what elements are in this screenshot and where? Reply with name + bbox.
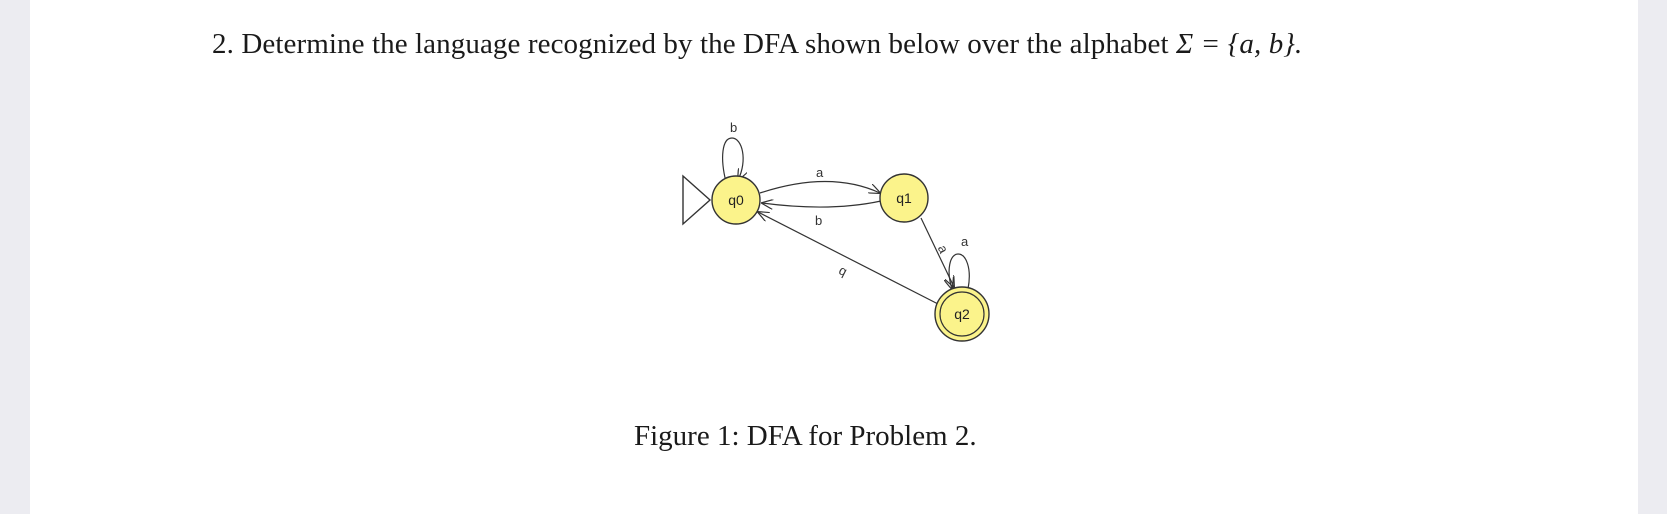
state-q0-label: q0 xyxy=(728,192,744,208)
edge-label-q2-q0: b xyxy=(835,264,848,281)
state-q2 xyxy=(939,291,985,337)
alphabet-expression: Σ = {a, b}. xyxy=(1176,28,1303,60)
state-q2-label: q2 xyxy=(954,306,970,322)
problem-text: Determine the language recognized by the… xyxy=(241,28,1169,60)
problem-number: 2. xyxy=(212,28,234,60)
problem-statement: 2. Determine the language recognized by … xyxy=(212,28,1302,61)
edge-label-q0-q1: a xyxy=(816,165,824,180)
edge-label-q0-q0: b xyxy=(730,120,737,135)
edge-q0-q0 xyxy=(722,137,744,182)
state-q1 xyxy=(879,173,929,223)
state-q1-label: q1 xyxy=(896,190,912,206)
edge-q1-q0 xyxy=(762,201,882,207)
state-q0 xyxy=(711,175,761,225)
edge-label-q1-q2: a xyxy=(935,242,952,256)
document-page xyxy=(30,0,1638,514)
edge-q2-q2 xyxy=(949,253,970,289)
edge-q1-q2 xyxy=(920,217,954,287)
edge-label-q1-q0: b xyxy=(815,213,822,228)
edge-label-q2-q2: a xyxy=(961,234,969,249)
start-arrow xyxy=(682,174,712,226)
edge-q0-q1 xyxy=(759,180,880,194)
figure-caption: Figure 1: DFA for Problem 2. xyxy=(634,420,977,452)
edge-q2-q0 xyxy=(758,212,941,306)
